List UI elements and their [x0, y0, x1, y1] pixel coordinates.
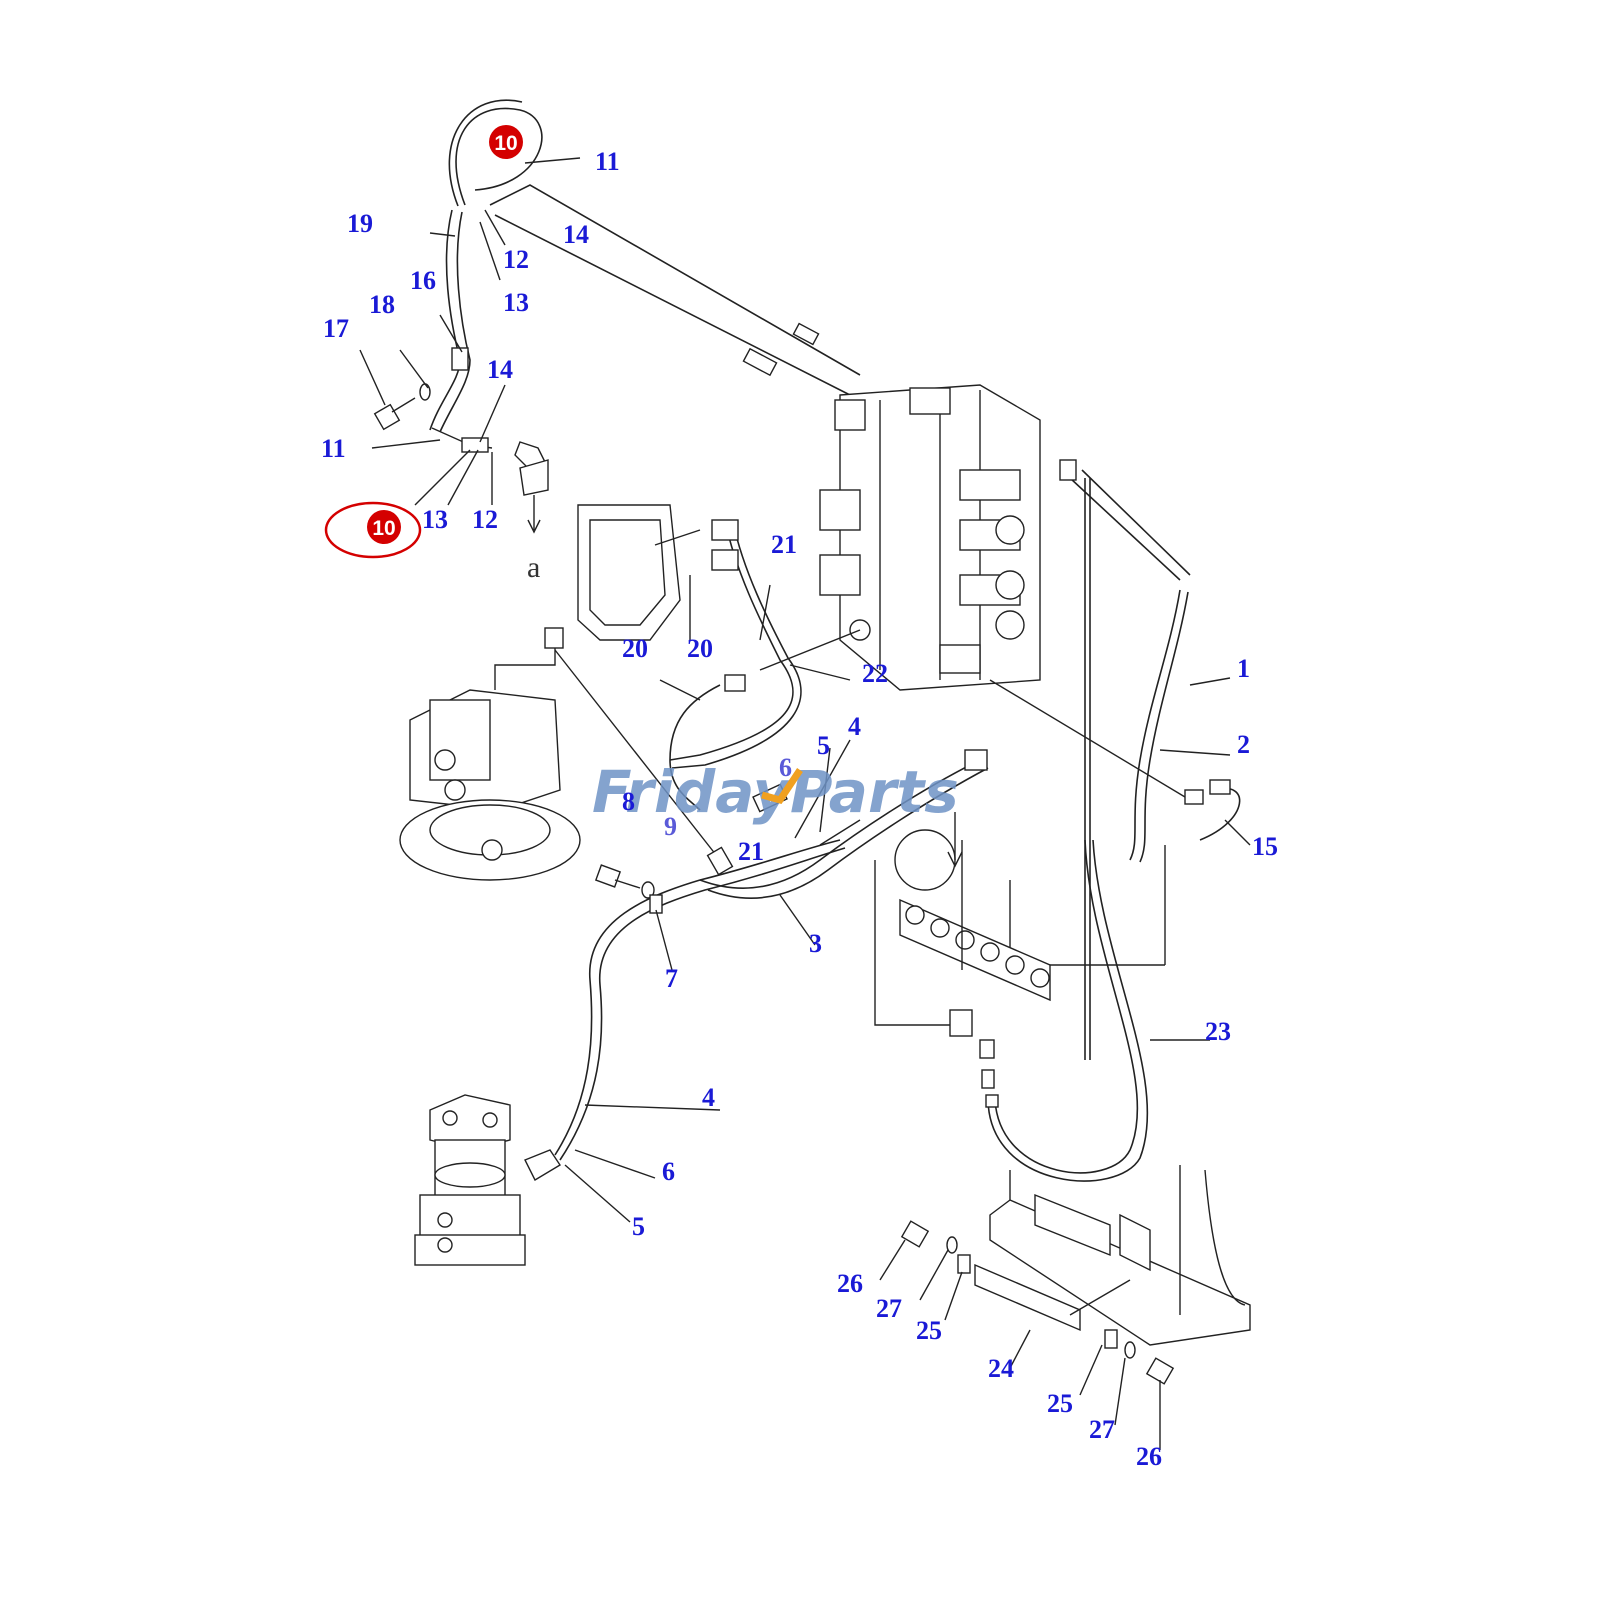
label-13-top: 13: [503, 288, 529, 317]
swivel-joint: [414, 1094, 561, 1266]
watermark-text-right: Parts: [790, 758, 959, 826]
label-16: 16: [410, 266, 436, 295]
label-11-mid: 11: [321, 434, 346, 463]
label-18: 18: [369, 290, 395, 319]
highlight-label-top: 10: [494, 132, 517, 155]
label-15: 15: [1252, 832, 1278, 861]
watermark-text-left: Friday: [592, 758, 793, 826]
label-4-low: 4: [702, 1083, 715, 1112]
solenoid-valve-bank: [874, 812, 1051, 1108]
label-3: 3: [809, 929, 822, 958]
label-23: 23: [1205, 1017, 1231, 1046]
label-4-mid: 4: [848, 712, 861, 741]
label-26-left: 26: [837, 1269, 863, 1298]
highlight-dot-bottom: [367, 510, 401, 544]
label-8: 8: [622, 787, 635, 816]
part-labels: 11 14 19 12 13 16 18 17 14 11 13 12 a 21…: [321, 147, 1278, 1471]
label-17: 17: [323, 314, 349, 343]
highlight-label-bottom: 10: [372, 517, 395, 540]
label-6-low: 6: [662, 1157, 675, 1186]
label-12-mid: 12: [472, 505, 498, 534]
label-25-left: 25: [916, 1316, 942, 1345]
label-26-right: 26: [1136, 1442, 1162, 1471]
label-11-top: 11: [595, 147, 620, 176]
label-5-mid: 5: [817, 731, 830, 760]
label-27-left: 27: [876, 1294, 902, 1323]
label-20-right: 20: [687, 634, 713, 663]
highlight-dot-top: [489, 125, 523, 159]
label-5-low: 5: [632, 1212, 645, 1241]
highlight-marker-top: 10: [489, 125, 523, 159]
label-1: 1: [1237, 654, 1250, 683]
watermark: Friday Parts: [592, 758, 959, 826]
label-20-left: 20: [622, 634, 648, 663]
label-13-mid: 13: [422, 505, 448, 534]
label-24: 24: [988, 1354, 1014, 1383]
label-2: 2: [1237, 730, 1250, 759]
control-valve: [819, 384, 1041, 691]
label-9: 9: [664, 812, 677, 841]
label-27-right: 27: [1089, 1415, 1115, 1444]
watermark-accent-mark: [761, 768, 803, 805]
label-7: 7: [665, 964, 678, 993]
label-22: 22: [862, 659, 888, 688]
label-14-top: 14: [563, 220, 589, 249]
highlight-ring-bottom: [324, 501, 422, 559]
label-21-top: 21: [771, 530, 797, 559]
label-a: a: [527, 551, 540, 584]
label-12-top: 12: [503, 245, 529, 274]
line-art: [359, 99, 1251, 1450]
highlight-marker-bottom: 10: [324, 501, 422, 559]
label-14-mid: 14: [487, 355, 513, 384]
label-6-mid: 6: [779, 753, 792, 782]
label-19: 19: [347, 209, 373, 238]
swing-motor: [399, 627, 581, 881]
base-frame: [974, 1165, 1251, 1346]
label-25-right: 25: [1047, 1389, 1073, 1418]
label-21-mid: 21: [738, 837, 764, 866]
